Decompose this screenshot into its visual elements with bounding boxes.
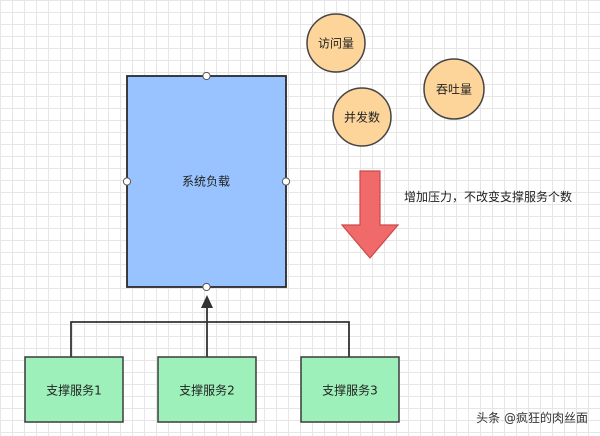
arrow-note: 增加压力，不改变支撑服务个数 [404, 190, 573, 204]
pressure-down-arrow [340, 170, 400, 259]
service-connector-lines [70, 305, 350, 357]
service-label-3: 支撑服务3 [322, 383, 378, 398]
system-load-label: 系统负载 [181, 174, 231, 189]
service-box-1[interactable] [24, 356, 124, 423]
metric-label-concurrency: 并发数 [343, 110, 381, 125]
up-arrow-head [201, 295, 213, 308]
selection-handle-right[interactable] [281, 177, 291, 186]
selection-handle-left[interactable] [122, 177, 132, 186]
watermark-text: 头条 @疯狂的肉丝面 [476, 411, 588, 425]
selection-handle-top[interactable] [202, 71, 211, 81]
metric-circle-concurrency[interactable] [332, 87, 392, 147]
metric-circle-throughput[interactable] [423, 58, 485, 120]
metric-circle-visits[interactable] [306, 13, 366, 73]
service-label-2: 支撑服务2 [179, 383, 235, 398]
service-box-3[interactable] [300, 356, 400, 423]
service-label-1: 支撑服务1 [46, 383, 102, 398]
service-box-2[interactable] [157, 356, 257, 423]
metric-label-throughput: 吞吐量 [435, 82, 473, 97]
metric-label-visits: 访问量 [317, 36, 355, 51]
system-load-box[interactable] [126, 75, 287, 288]
selection-handle-bottom[interactable] [202, 282, 211, 292]
